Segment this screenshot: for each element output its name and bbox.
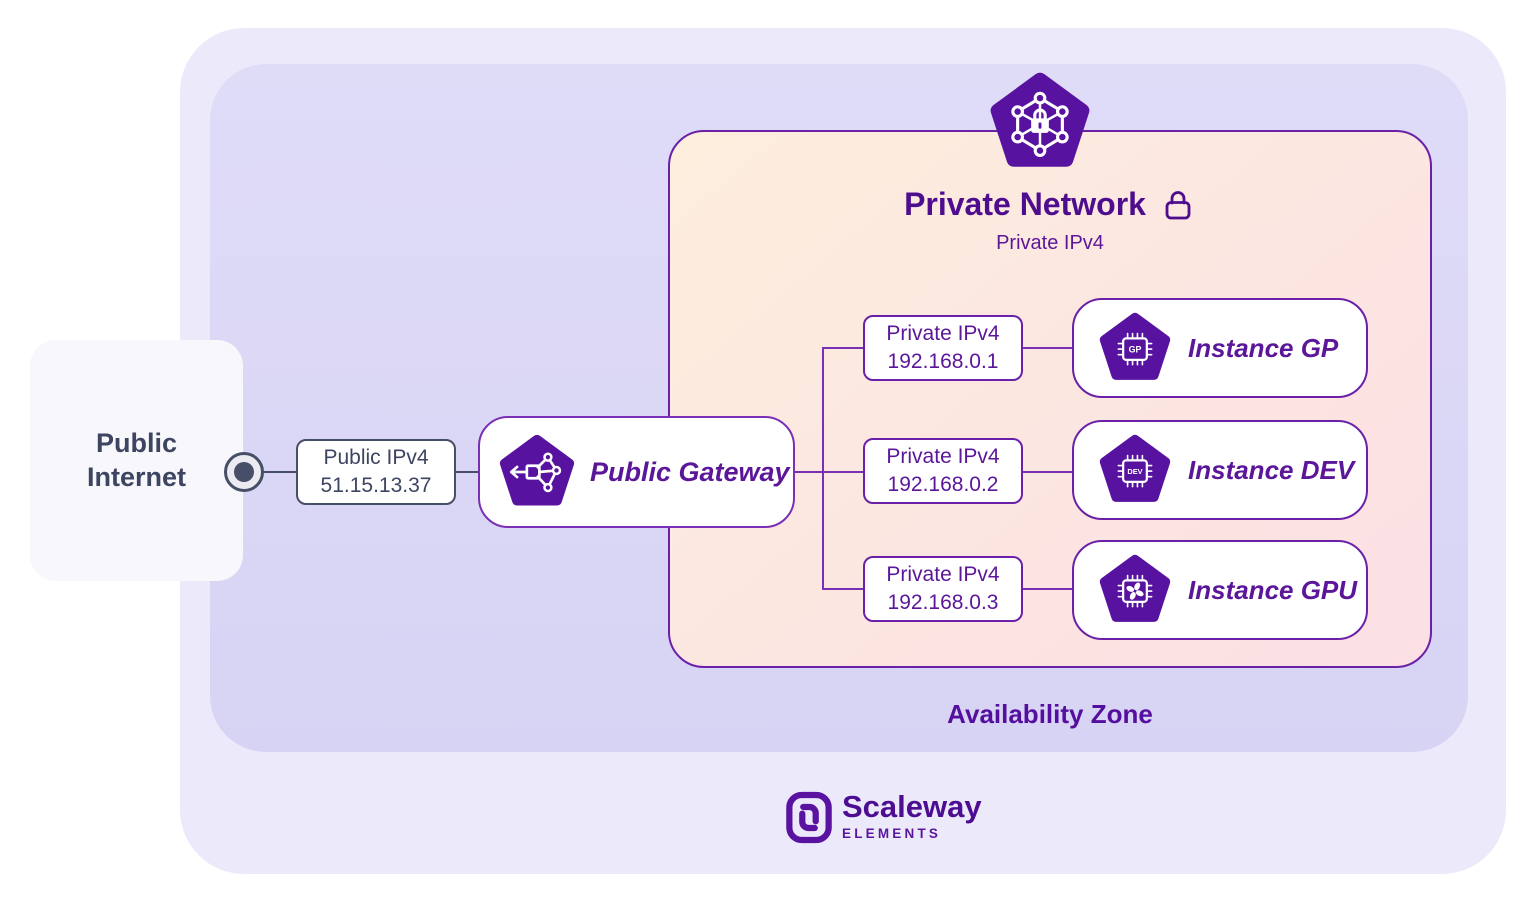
chip-dev-icon: DEV: [1099, 434, 1171, 502]
private-network-subtitle: Private IPv4: [996, 232, 1104, 254]
scaleway-logo-icon: [786, 791, 832, 844]
scaleway-brand-name: Scaleway: [842, 789, 982, 824]
private-ip-address: 192.168.0.3: [887, 591, 999, 614]
public-gateway-box: Public Gateway: [478, 416, 795, 528]
trunk-line: [822, 347, 824, 590]
instance-gpu-label: Instance GPU: [1188, 574, 1358, 605]
private-ip-box-2: Private IPv4 192.168.0.2: [863, 438, 1023, 504]
instance-gp-label: Instance GP: [1188, 332, 1339, 363]
scaleway-product-name: ELEMENTS: [842, 825, 942, 841]
line-privateip1-to-instance: [1023, 347, 1072, 349]
endpoint-dot-core: [234, 462, 254, 482]
public-ip-title: Public IPv4: [323, 445, 429, 469]
branch-line-3: [822, 588, 863, 590]
scaleway-logo-text: Scaleway ELEMENTS: [842, 789, 982, 841]
line-privateip3-to-instance: [1023, 588, 1072, 590]
endpoint-dot-icon: [224, 452, 264, 492]
private-network-title: Private Network: [904, 186, 1146, 222]
chip-label-gp: GP: [1129, 344, 1142, 354]
lock-icon: [1165, 190, 1191, 219]
scaleway-logo: Scaleway ELEMENTS: [786, 789, 982, 844]
line-privateip2-to-instance: [1023, 471, 1072, 473]
gateway-pentagon-icon: [499, 434, 575, 506]
private-ip-title: Private IPv4: [886, 321, 1000, 345]
line-gateway-to-trunk: [795, 471, 863, 473]
chip-label-dev: DEV: [1127, 467, 1142, 476]
chip-gp-icon: GP: [1099, 312, 1171, 380]
private-ip-box-3: Private IPv4 192.168.0.3: [863, 556, 1023, 622]
private-network-heading: Private Network: [668, 186, 1432, 223]
private-ip-address: 192.168.0.2: [887, 473, 999, 496]
chip-fan-icon: [1099, 554, 1171, 622]
private-ip-title: Private IPv4: [886, 562, 1000, 586]
private-ip-address: 192.168.0.1: [887, 350, 999, 373]
public-ip-address: 51.15.13.37: [320, 474, 432, 497]
instance-gpu-box: Instance GPU: [1072, 540, 1368, 640]
instance-gp-box: GP Instance GP: [1072, 298, 1368, 398]
public-internet-label: Public Internet: [86, 427, 186, 492]
instance-dev-box: DEV Instance DEV: [1072, 420, 1368, 520]
network-lock-pentagon-icon: [990, 72, 1090, 167]
public-ip-box: Public IPv4 51.15.13.37: [296, 439, 456, 505]
line-internet-to-publicip: [262, 471, 298, 473]
instance-dev-label: Instance DEV: [1188, 454, 1355, 485]
line-publicip-to-gateway: [456, 471, 480, 473]
public-internet-box: Public Internet: [30, 340, 243, 581]
fan-icon: [1126, 582, 1144, 600]
availability-zone-label: Availability Zone: [947, 699, 1153, 729]
branch-line-1: [822, 347, 863, 349]
private-ip-title: Private IPv4: [886, 444, 1000, 468]
public-gateway-label: Public Gateway: [590, 456, 790, 487]
private-ip-box-1: Private IPv4 192.168.0.1: [863, 315, 1023, 381]
